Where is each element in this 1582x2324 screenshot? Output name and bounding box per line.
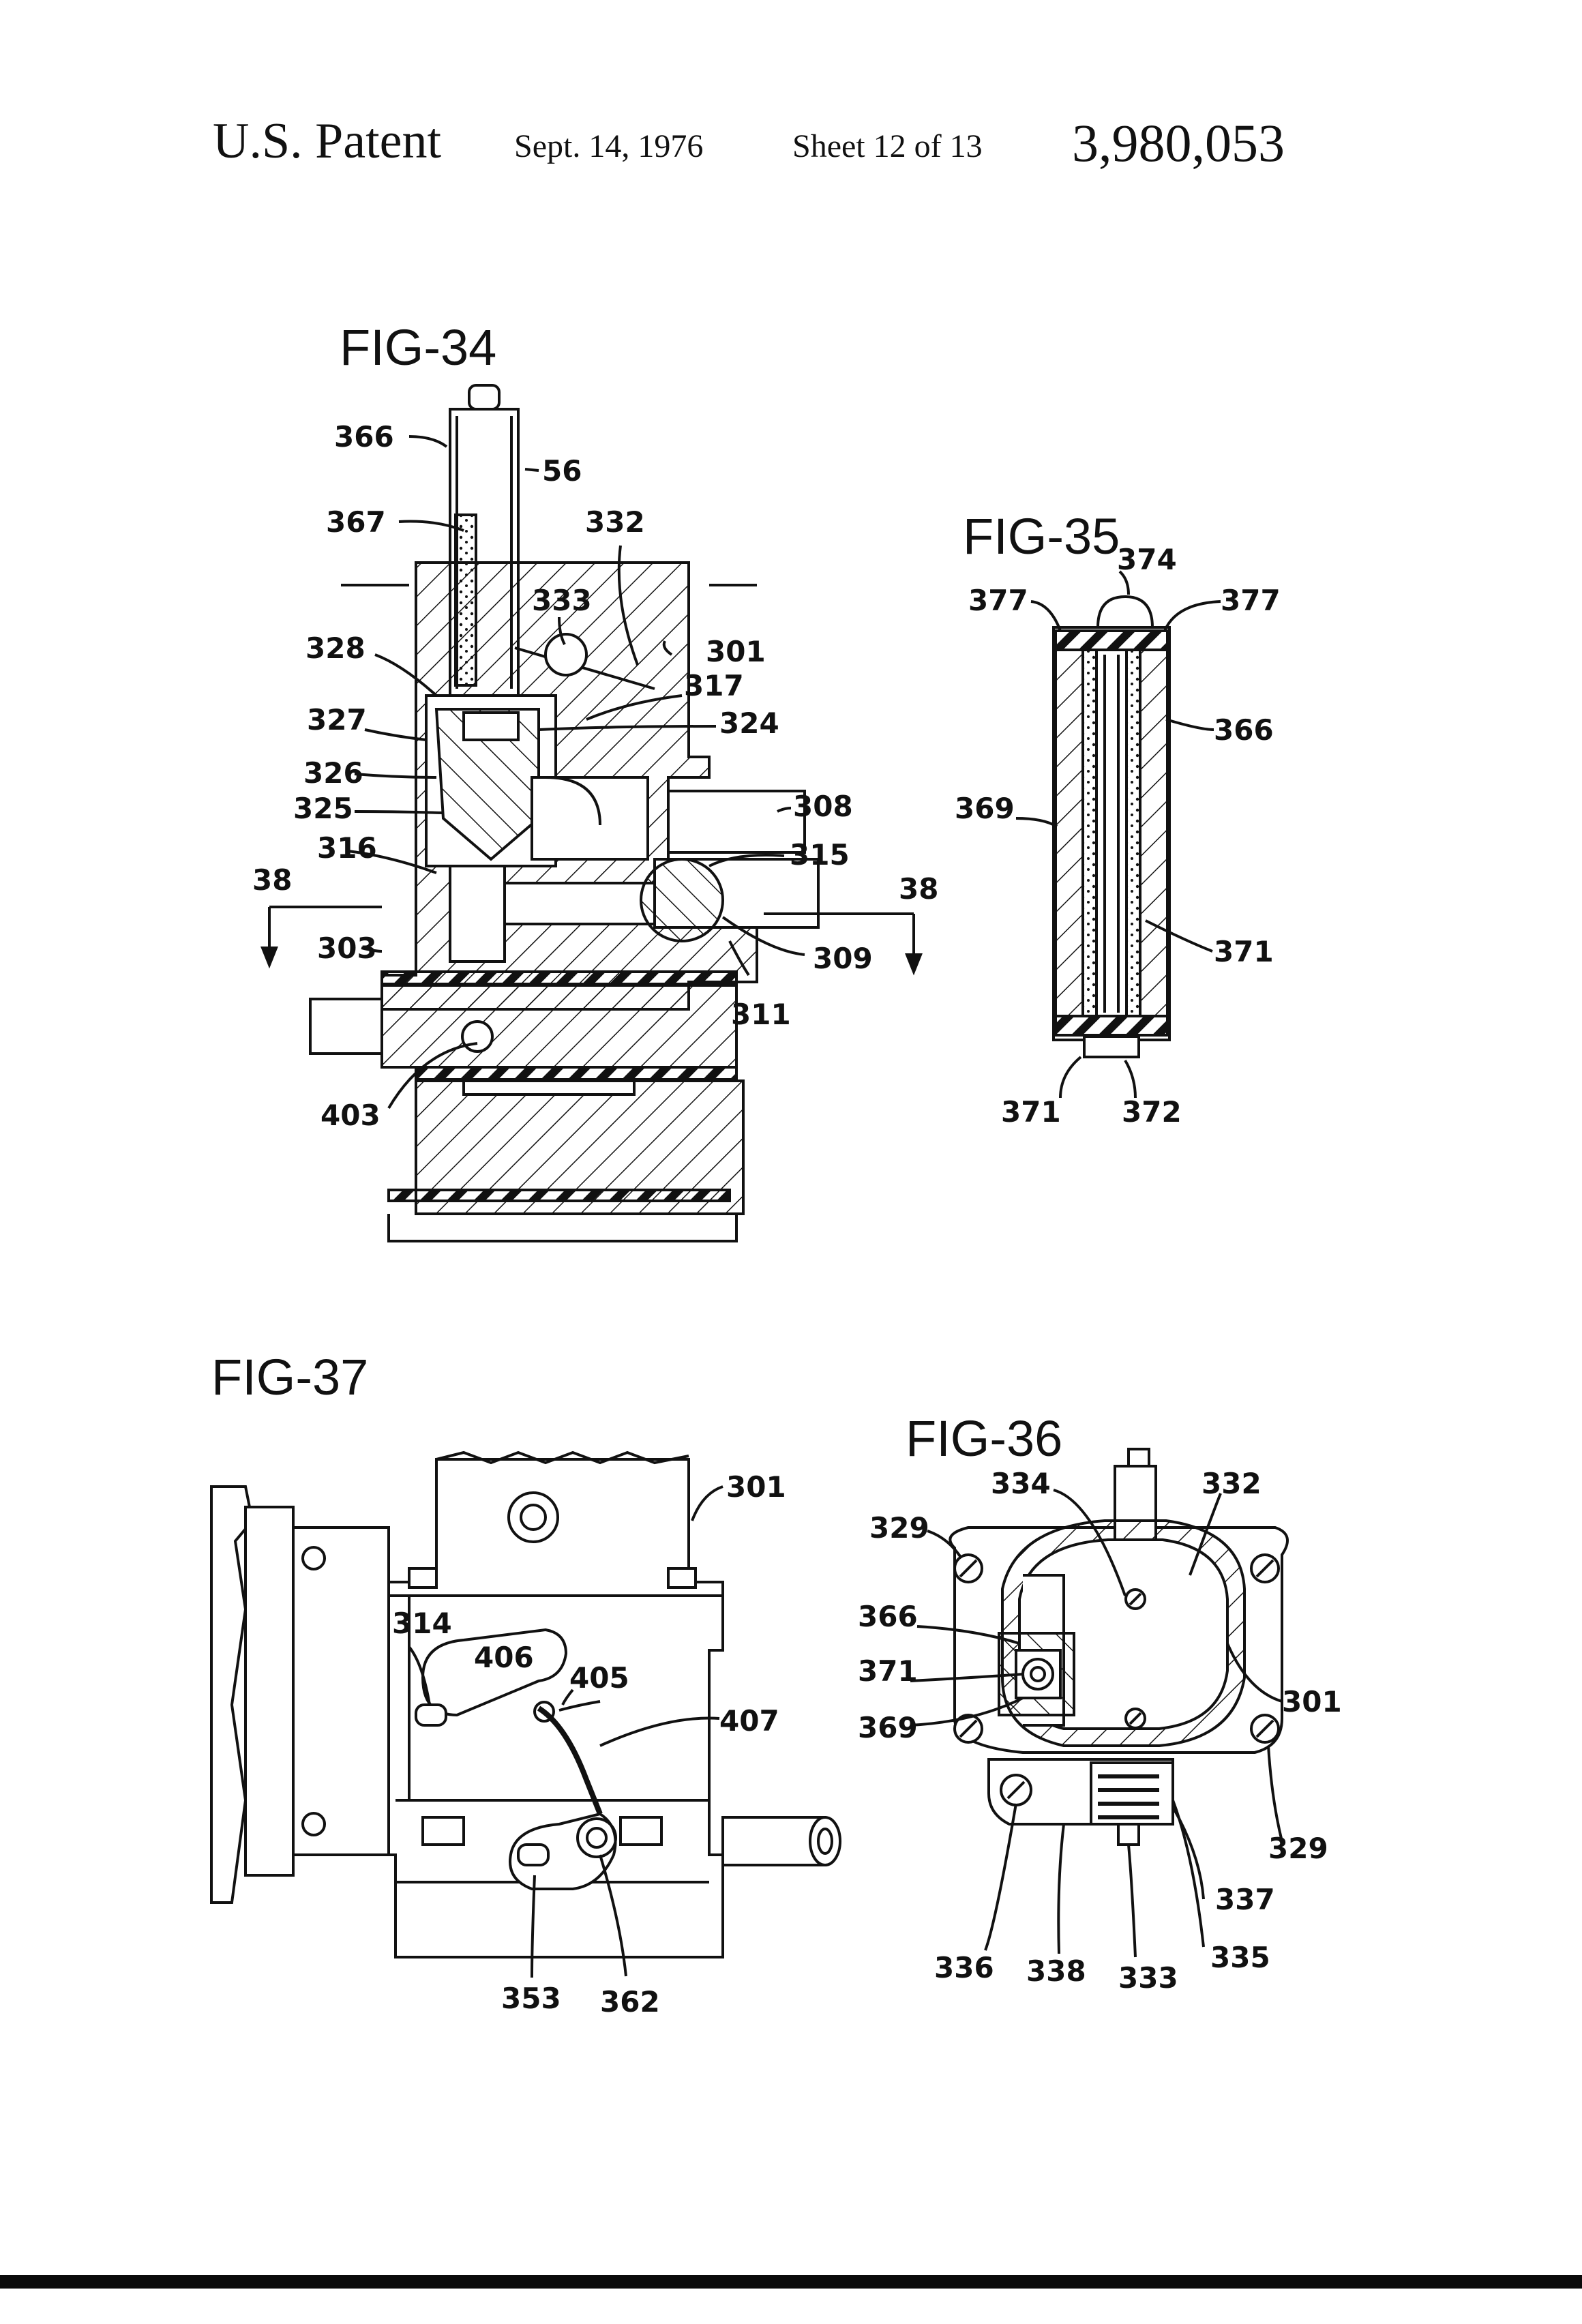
fig-34-label-303: 303	[317, 932, 377, 965]
fig-36-label-338: 338	[1026, 1954, 1086, 1988]
fig-35-label-371-bottom: 371	[1001, 1095, 1061, 1129]
fig-37-label-362: 362	[600, 1985, 660, 2018]
fig-35-label-374: 374	[1117, 543, 1177, 576]
fig-34-label-38-left: 38	[252, 863, 292, 897]
fig-34-label-316: 316	[317, 831, 377, 865]
fig-37-label-407: 407	[719, 1704, 779, 1738]
fig-34-label-403: 403	[320, 1099, 380, 1132]
fig-34-label-325: 325	[293, 792, 353, 825]
fig-36-label-332: 332	[1202, 1467, 1262, 1500]
fig-36-label-335: 335	[1210, 1941, 1270, 1974]
fig-34-label-311: 311	[731, 998, 791, 1031]
fig-34-label-301: 301	[706, 635, 766, 668]
fig-34-label-328: 328	[305, 631, 365, 665]
fig-34-label-309: 309	[813, 942, 873, 975]
fig-34-label-333: 333	[532, 584, 592, 617]
bottom-rule	[0, 2275, 1582, 2289]
fig-36-label-369: 369	[858, 1711, 918, 1744]
fig-34-label-332: 332	[585, 505, 645, 539]
fig-36-label-334: 334	[991, 1467, 1051, 1500]
fig-37-label-405: 405	[569, 1661, 629, 1695]
fig-34-label-327: 327	[307, 703, 367, 736]
fig-34-label-315: 315	[790, 838, 850, 872]
fig-36-label-329-top: 329	[869, 1511, 929, 1545]
fig-36-label-337: 337	[1215, 1883, 1275, 1916]
fig-36-label-333: 333	[1118, 1961, 1178, 1995]
fig-34-title: FIG-34	[340, 319, 496, 376]
fig-34-label-326: 326	[303, 756, 363, 790]
fig-37-label-353: 353	[501, 1982, 561, 2015]
fig-35-label-372: 372	[1122, 1095, 1182, 1129]
fig-37-label-314: 314	[392, 1607, 452, 1640]
fig-34-label-38-right: 38	[899, 872, 938, 906]
fig-36-label-336: 336	[934, 1951, 994, 1984]
fig-36-label-371: 371	[858, 1654, 918, 1688]
fig-34-label-366: 366	[334, 420, 394, 453]
fig-37-title: FIG-37	[211, 1349, 368, 1405]
fig-36-label-301: 301	[1282, 1685, 1342, 1718]
fig-34-label-324: 324	[719, 706, 779, 740]
fig-35-label-377-right: 377	[1221, 584, 1281, 617]
fig-35-label-369: 369	[955, 792, 1015, 825]
fig-34-label-56: 56	[542, 454, 582, 488]
fig-34-label-308: 308	[793, 790, 853, 823]
fig-36-title: FIG-36	[906, 1410, 1062, 1467]
fig-35-label-366: 366	[1214, 713, 1274, 747]
fig-34-label-317: 317	[684, 669, 744, 702]
fig-36-label-329-bottom: 329	[1268, 1832, 1328, 1865]
fig-36-label-366: 366	[858, 1600, 918, 1633]
fig-35-title: FIG-35	[963, 508, 1120, 565]
fig-37-label-301: 301	[726, 1470, 786, 1504]
fig-35-label-377-left: 377	[968, 584, 1028, 617]
fig-35-label-371-right: 371	[1214, 935, 1274, 968]
fig-34-label-367: 367	[326, 505, 386, 539]
fig-37-label-406: 406	[474, 1641, 534, 1674]
